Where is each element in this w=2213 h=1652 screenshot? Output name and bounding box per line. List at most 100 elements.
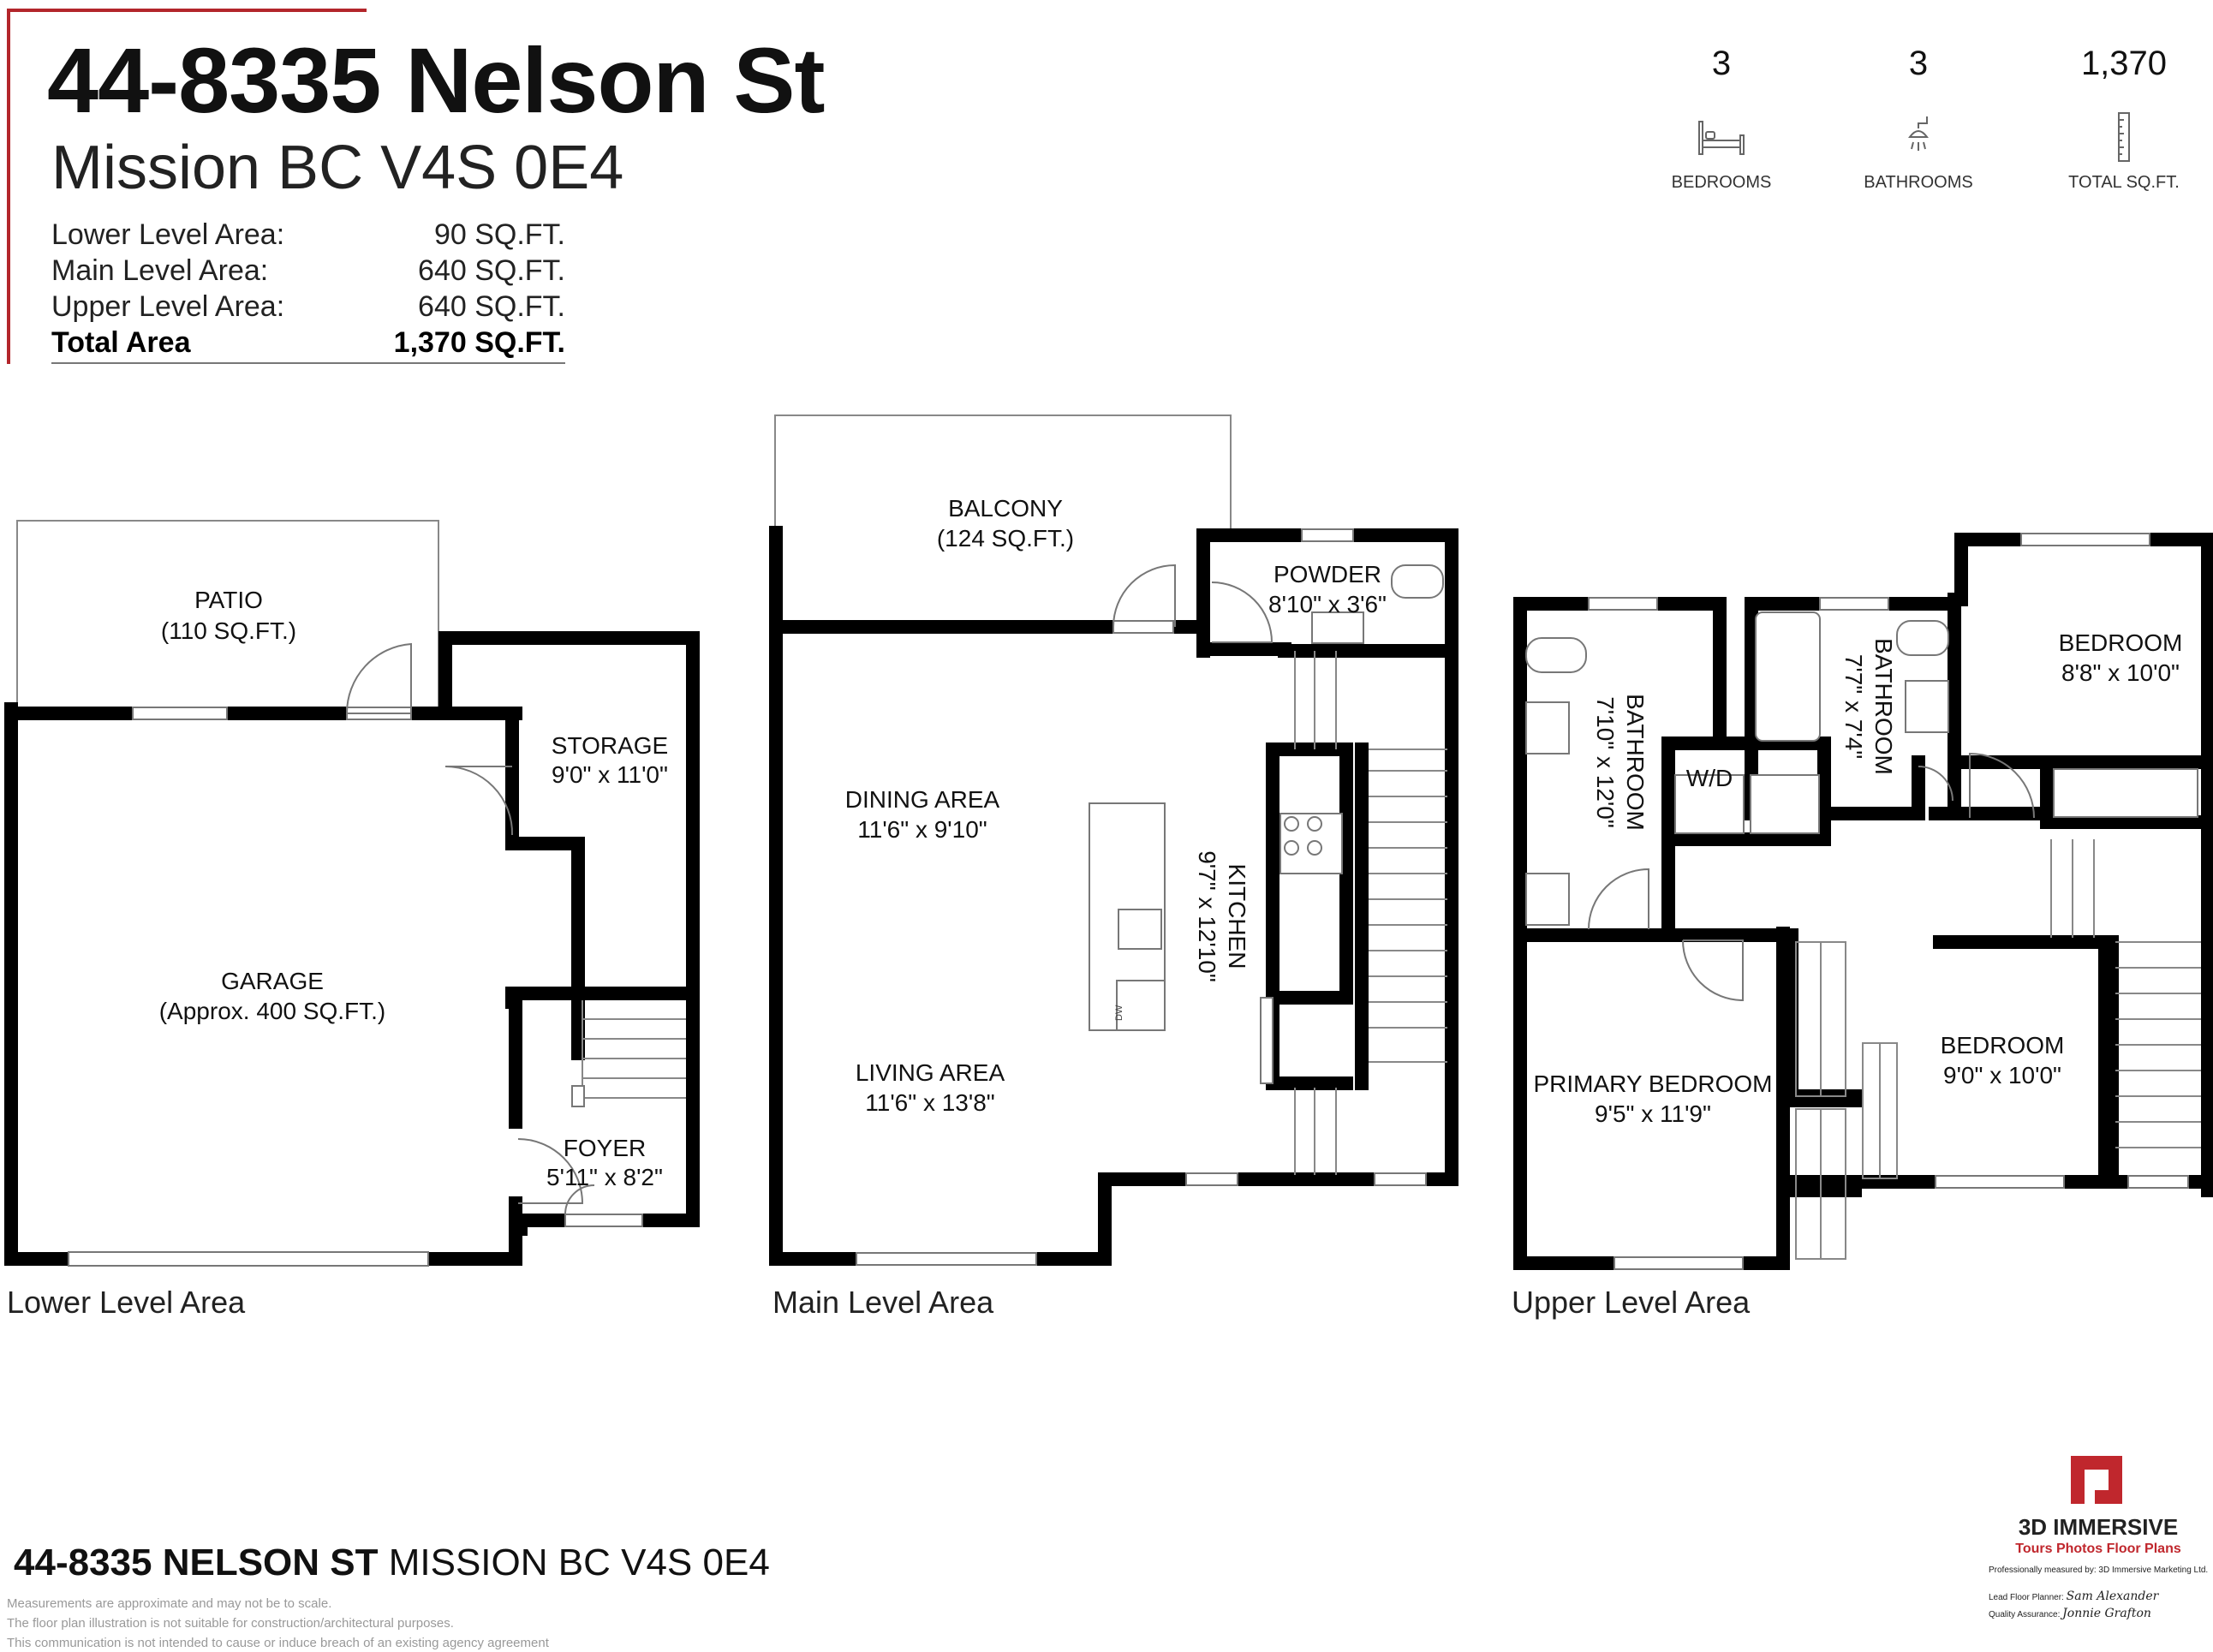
door-swing — [444, 766, 514, 836]
quality-assurance: Quality Assurance: Jonnie Grafton — [1989, 1607, 2151, 1620]
stat-value: 3 — [1908, 45, 1929, 82]
brand-tagline: Tours Photos Floor Plans — [2015, 1542, 2181, 1556]
window — [1374, 1172, 1427, 1186]
accent-bar-vertical — [7, 9, 10, 364]
qa-signature: Jonnie Grafton — [2062, 1607, 2151, 1620]
washer — [1674, 774, 1745, 834]
disclaimer: The floor plan illustration is not suita… — [7, 1616, 454, 1631]
level-label-main: Main Level Area — [772, 1285, 994, 1320]
footer-city: MISSION BC V4S 0E4 — [388, 1542, 770, 1583]
level-label-lower: Lower Level Area — [7, 1285, 246, 1320]
door-swing — [1918, 766, 1954, 802]
door-swing — [1588, 868, 1649, 930]
stairs — [1294, 651, 1447, 1175]
page-title: 44-8335 Nelson St — [47, 28, 825, 132]
door-swing — [345, 642, 412, 714]
room-dim: 11'6" x 9'10" — [857, 816, 987, 843]
room-name: PATIO — [194, 587, 263, 613]
stat-label: BATHROOMS — [1864, 173, 1973, 192]
window — [132, 707, 228, 720]
room-dim: 7'7" x 7'4" — [1840, 654, 1867, 759]
area-row-total: Total Area 1,370 SQ.FT. — [51, 326, 565, 364]
room-dim: 9'0" x 11'0" — [552, 761, 668, 788]
window — [1614, 1256, 1744, 1270]
room-name: BEDROOM — [1941, 1032, 2065, 1059]
room-name: STORAGE — [552, 732, 668, 759]
room-dim: 11'6" x 13'8" — [865, 1089, 994, 1116]
room-dim: (Approx. 400 SQ.FT.) — [159, 998, 386, 1024]
accent-bar-horizontal — [7, 9, 367, 12]
room-dim: (110 SQ.FT.) — [161, 617, 296, 644]
stat-bathrooms: 3 BATHROOMS — [1816, 45, 2021, 199]
room-dim: 9'0" x 10'0" — [1943, 1062, 2061, 1088]
area-value: 640 SQ.FT. — [418, 254, 565, 287]
stairs — [2050, 839, 2201, 1148]
window — [564, 1214, 643, 1227]
level-label-upper: Upper Level Area — [1512, 1285, 1751, 1320]
room-name: FOYER — [564, 1135, 646, 1161]
stat-label: BEDROOMS — [1671, 173, 1772, 192]
footer-address: 44-8335 NELSON ST MISSION BC V4S 0E4 — [14, 1542, 770, 1584]
area-label: Lower Level Area: — [51, 218, 285, 251]
door-swing — [1112, 564, 1176, 628]
stat-bedrooms: 3 BEDROOMS — [1619, 45, 1824, 199]
area-label: Upper Level Area: — [51, 290, 285, 323]
room-name: LIVING AREA — [856, 1059, 1005, 1086]
area-row-main: Main Level Area: 640 SQ.FT. — [51, 254, 565, 290]
brand-logo-icon — [2071, 1456, 2122, 1504]
qa-label: Quality Assurance: — [1989, 1610, 2061, 1619]
room-name: DINING AREA — [845, 786, 1000, 813]
door-swing — [1211, 581, 1274, 643]
room-name: GARAGE — [221, 968, 324, 994]
room-dim: (124 SQ.FT.) — [937, 525, 1074, 552]
page-subtitle: Mission BC V4S 0E4 — [51, 134, 624, 202]
area-row-upper: Upper Level Area: 640 SQ.FT. — [51, 290, 565, 326]
area-label: Total Area — [51, 326, 191, 359]
stat-value: 1,370 — [2080, 45, 2168, 82]
window — [1185, 1172, 1238, 1186]
shower-icon — [1908, 116, 1929, 151]
room-dim: 5'11" x 8'2" — [546, 1164, 663, 1190]
window — [1819, 597, 1889, 611]
bed-icon — [1698, 121, 1745, 155]
area-value: 640 SQ.FT. — [418, 290, 565, 323]
room-name: POWDER — [1274, 561, 1381, 587]
disclaimer: Measurements are approximate and may not… — [7, 1596, 332, 1611]
window — [1935, 1175, 2065, 1189]
closet — [1795, 941, 1898, 1260]
lead-planner-label: Lead Floor Planner: — [1989, 1593, 2064, 1602]
room-dim: 9'7" x 12'10" — [1194, 850, 1220, 982]
stat-value: 3 — [1711, 45, 1732, 82]
room-dim: 9'5" x 11'9" — [1595, 1100, 1711, 1127]
room-name: BALCONY — [948, 495, 1063, 522]
stat-sqft: 1,370 TOTAL SQ.FT. — [2021, 45, 2213, 199]
stat-label: TOTAL SQ.FT. — [2068, 173, 2180, 192]
lead-planner-signature: Sam Alexander — [2066, 1589, 2159, 1603]
window — [856, 1252, 1037, 1266]
footer-street: 44-8335 NELSON ST — [14, 1542, 379, 1583]
area-value: 1,370 SQ.FT. — [393, 326, 565, 359]
ruler-icon — [2118, 112, 2130, 162]
area-value: 90 SQ.FT. — [433, 218, 565, 251]
room-dim: 8'8" x 10'0" — [2061, 659, 2180, 686]
toilet — [1391, 564, 1444, 599]
area-label: Main Level Area: — [51, 254, 269, 287]
lead-planner: Lead Floor Planner: Sam Alexander — [1989, 1589, 2158, 1603]
stairs — [582, 1000, 686, 1099]
room-name: W/D — [1686, 765, 1733, 791]
area-row-lower: Lower Level Area: 90 SQ.FT. — [51, 218, 565, 254]
door-swing — [1969, 752, 2035, 819]
room-name: BATHROOM — [1622, 694, 1649, 831]
toilet — [1525, 637, 1587, 673]
dishwasher-label: DW — [1114, 1005, 1124, 1021]
window — [2127, 1175, 2189, 1189]
brand-name: 3D IMMERSIVE — [2018, 1514, 2179, 1540]
patio-outline — [16, 520, 439, 707]
window — [1301, 528, 1354, 542]
door-swing — [1682, 939, 1744, 1002]
balcony-outline — [774, 414, 1232, 533]
door-swing — [517, 1138, 584, 1204]
disclaimer: This communication is not intended to ca… — [7, 1636, 549, 1650]
dryer — [1750, 774, 1820, 834]
